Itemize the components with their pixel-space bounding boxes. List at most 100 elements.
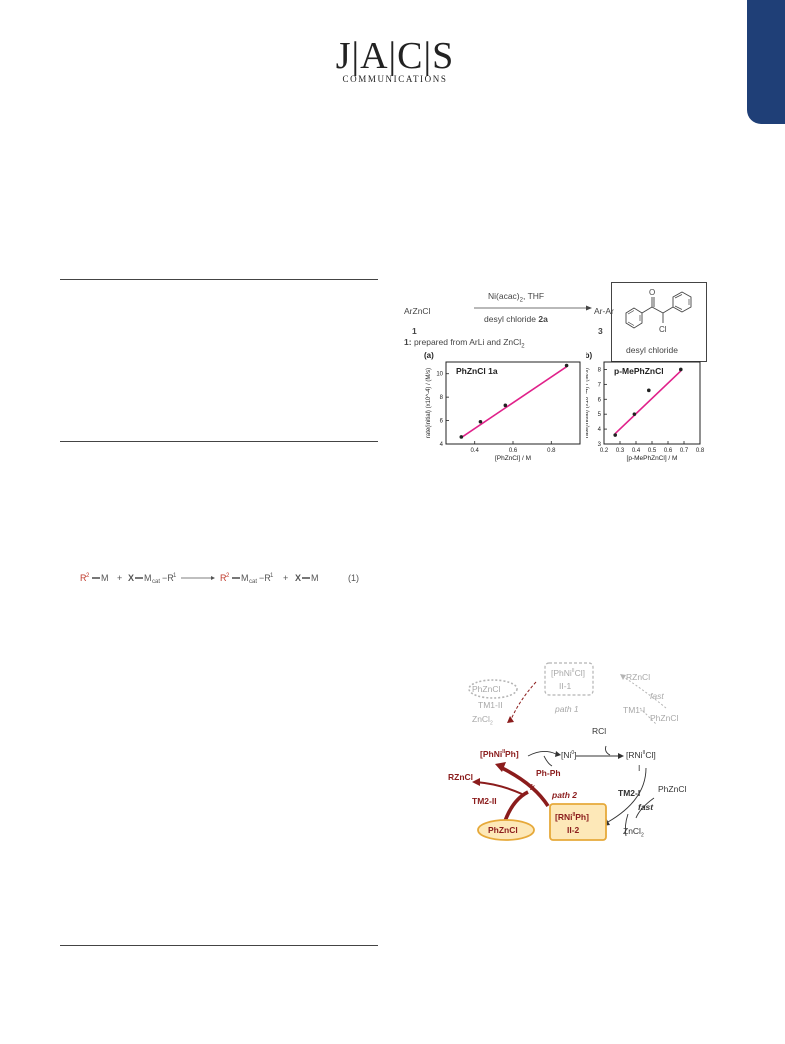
reagent-bottom-bold: 2a (538, 314, 548, 324)
y-axis-label: rate(initial) (x10^-4) / (M/s) (426, 368, 432, 438)
data-point (647, 388, 651, 393)
x-tick-label: 0.4 (632, 448, 641, 454)
desyl-oxygen: O (649, 288, 655, 297)
cycle-phzncl-top: PhZnCl (472, 684, 501, 694)
note-text: prepared from ArLi and ZnCl (413, 337, 522, 347)
scheme-reagent-top: Ni(acac)2, THF (488, 291, 544, 304)
rnicl-a: [RNi (626, 750, 643, 760)
cycle-phzncl-right: PhZnCl (650, 713, 679, 723)
x-tick-label: 0.2 (600, 448, 609, 454)
equation-number: (1) (348, 573, 359, 583)
svg-text:2: 2 (226, 573, 230, 579)
scheme-label-3: 3 (598, 326, 603, 336)
chart-title: p-MePhZnCl (614, 366, 664, 376)
cycle-k: k (530, 782, 535, 792)
phnicl-a: [PhNi (551, 668, 572, 678)
rniph-b: Ph] (575, 812, 589, 822)
chart-b-svg: (b)p-MePhZnCl0.20.30.40.50.60.70.8345678… (582, 351, 705, 462)
data-point (679, 367, 683, 372)
data-point (478, 419, 483, 424)
svg-text:2: 2 (86, 573, 90, 579)
equation-1: R 2 M + X M cat −R 1 R 2 M cat −R 1 + X … (80, 570, 380, 586)
cycle-tm1i: TM1-I (623, 705, 646, 715)
phniph-b: Ph] (504, 749, 519, 759)
cycle-rcl: RCl (592, 726, 607, 736)
cycle-rzncl-top: RZnCl (626, 672, 651, 682)
zncl2-bottom-sub: 2 (640, 832, 644, 839)
cycle-ii2: II-2 (567, 825, 580, 835)
rniph-sup: II (572, 812, 576, 819)
y-tick-label: 5 (598, 412, 602, 418)
svg-text:cat: cat (249, 579, 257, 585)
chart-b: (b)p-MePhZnCl0.20.30.40.50.60.70.8345678… (582, 348, 706, 466)
desyl-label: desyl chloride (626, 345, 678, 355)
cycle-zncl2-bottom: ZnCl2 (623, 826, 644, 839)
cycle-i-label: I (638, 763, 641, 773)
y-tick-label: 8 (440, 395, 444, 401)
scheme-note: 1: prepared from ArLi and ZnCl2 (404, 337, 525, 350)
divider-rule (60, 441, 378, 442)
rniph-a: [RNi (555, 812, 573, 822)
fit-line (614, 370, 682, 435)
zncl2-left-sub: 2 (489, 720, 493, 727)
phniph-sup: II (502, 749, 505, 756)
y-tick-label: 6 (598, 397, 602, 403)
cycle-tm2i: TM2-I (618, 788, 641, 798)
svg-text:1: 1 (173, 573, 177, 579)
journal-logo: J|A|C|S COMMUNICATIONS (330, 36, 460, 84)
svg-text:+: + (117, 573, 122, 583)
rnicl-sup: II (642, 750, 646, 757)
cycle-phzncl-mid: PhZnCl (658, 784, 687, 794)
cycle-fast-top: fast (650, 691, 664, 701)
svg-text:R: R (80, 573, 87, 583)
chart-title: PhZnCl 1a (456, 366, 498, 376)
svg-text:−R: −R (162, 573, 174, 583)
x-tick-label: 0.5 (648, 448, 657, 454)
cycle-tm1ii: TM1-II (478, 700, 503, 710)
ni0-b: ] (574, 750, 577, 760)
svg-text:1: 1 (270, 573, 274, 579)
svg-text:X: X (295, 573, 301, 583)
panel-label: (b) (586, 351, 593, 360)
reagent-top-tail: , THF (523, 291, 545, 301)
svg-text:M: M (241, 573, 249, 583)
svg-text:R: R (220, 573, 227, 583)
scheme-label-1: 1 (412, 326, 417, 336)
cycle-rzncl-left: RZnCl (448, 772, 474, 782)
zncl2-left-text: ZnCl (472, 714, 490, 724)
svg-text:−R: −R (259, 573, 271, 583)
desyl-structure: O Cl (625, 288, 692, 334)
data-point (503, 403, 508, 408)
cycle-ii1: II-1 (559, 681, 572, 691)
scheme-reagent-bottom: desyl chloride 2a (484, 314, 548, 324)
cycle-phzncl-oval: PhZnCl (488, 825, 518, 835)
section-side-tab (747, 0, 785, 124)
equation-svg: R 2 M + X M cat −R 1 R 2 M cat −R 1 + X … (80, 573, 359, 585)
svg-text:X: X (128, 573, 134, 583)
cycle-phph: Ph-Ph (536, 768, 561, 778)
y-tick-label: 3 (598, 442, 602, 448)
y-tick-label: 7 (598, 382, 602, 388)
svg-text:M: M (144, 573, 152, 583)
cycle-rniph: [RNiIIPh] (555, 812, 589, 822)
x-axis-label: [p-MePhZnCl] / M (627, 455, 678, 462)
logo-subtitle: COMMUNICATIONS (342, 74, 448, 84)
cycle-fast-bottom: fast (638, 802, 654, 812)
divider-rule (60, 279, 378, 280)
data-point (613, 433, 617, 437)
x-tick-label: 0.6 (509, 448, 518, 454)
cycle-phnicl: [PhNiIICl] (551, 668, 585, 678)
cycle-path1: path 1 (555, 704, 579, 714)
cycle-path2: path 2 (552, 790, 578, 800)
x-tick-label: 0.6 (664, 448, 673, 454)
reagent-top-sub: 2 (519, 297, 523, 304)
reagent-top-text: Ni(acac) (488, 291, 520, 301)
y-tick-label: 4 (440, 442, 444, 448)
phnicl-b: Cl] (574, 668, 585, 678)
cycle-zncl2-left: ZnCl2 (472, 714, 493, 727)
reaction-scheme: ArZnCl Ni(acac)2, THF desyl chloride 2a … (398, 276, 710, 366)
y-tick-label: 10 (436, 372, 443, 378)
reagent-bottom-text: desyl chloride (484, 314, 536, 324)
data-point (564, 363, 569, 368)
